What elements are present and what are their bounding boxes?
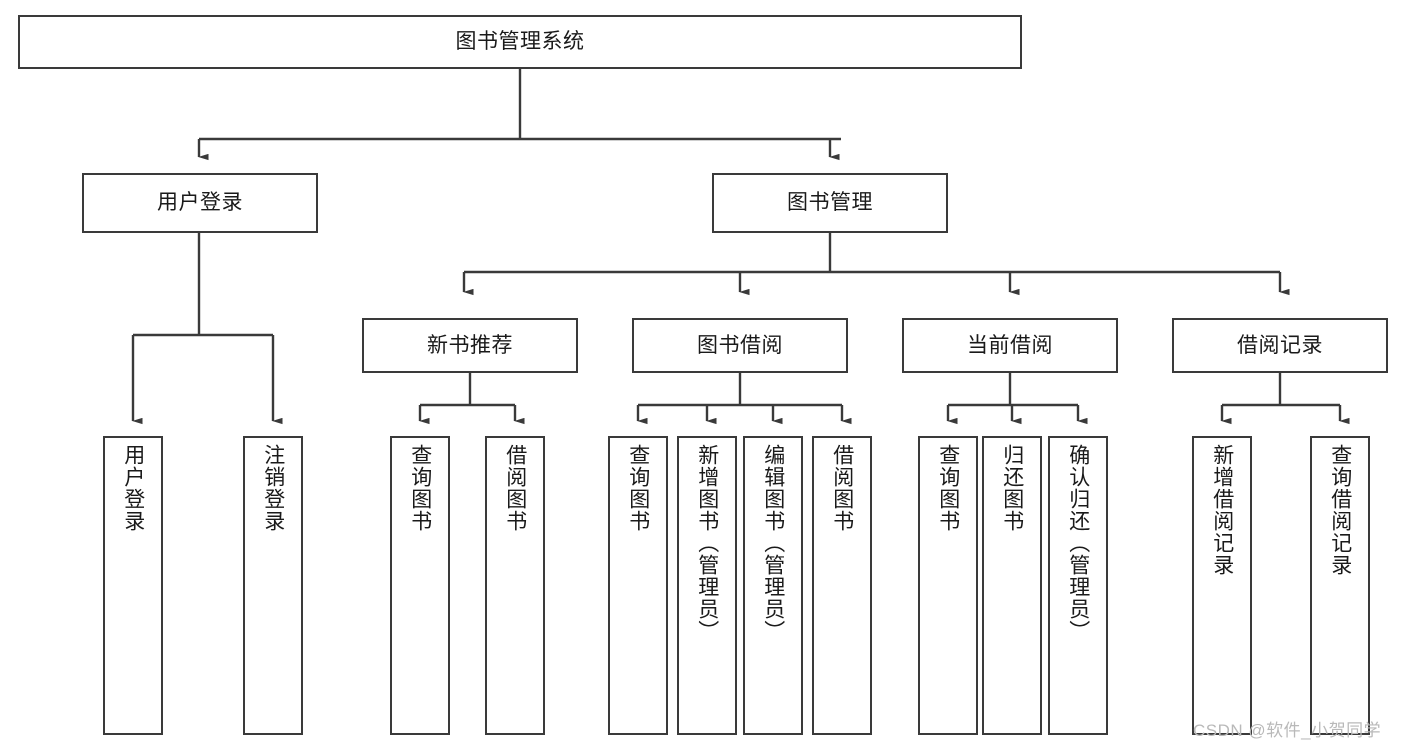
node-user-login[interactable]: 用户登录 (82, 173, 318, 233)
leaf-add-borrow-record-label: 新增借阅记录 (1210, 444, 1234, 576)
node-new-book-recommend[interactable]: 新书推荐 (362, 318, 578, 373)
leaf-confirm-return-admin[interactable]: 确认归还（管理员） (1048, 436, 1108, 735)
node-root-label: 图书管理系统 (455, 30, 585, 54)
node-current-borrow[interactable]: 当前借阅 (902, 318, 1118, 373)
leaf-add-book-admin-label: 新增图书（管理员） (695, 444, 719, 642)
node-user-login-label: 用户登录 (157, 191, 243, 215)
leaf-query-book-recommend-label: 查询图书 (408, 444, 432, 532)
node-book-borrow[interactable]: 图书借阅 (632, 318, 848, 373)
leaf-borrow-book-recommend[interactable]: 借阅图书 (485, 436, 545, 735)
leaf-user-login-label: 用户登录 (121, 444, 145, 532)
leaf-edit-book-admin-label: 编辑图书（管理员） (761, 444, 785, 642)
leaf-logout[interactable]: 注销登录 (243, 436, 303, 735)
node-book-management[interactable]: 图书管理 (712, 173, 948, 233)
leaf-query-borrow-record-label: 查询借阅记录 (1328, 444, 1352, 576)
leaf-add-book-admin[interactable]: 新增图书（管理员） (677, 436, 737, 735)
leaf-confirm-return-admin-label: 确认归还（管理员） (1066, 444, 1090, 642)
csdn-watermark: CSDN @软件_小贺同学 (1193, 721, 1382, 740)
leaf-add-borrow-record[interactable]: 新增借阅记录 (1192, 436, 1252, 735)
node-current-borrow-label: 当前借阅 (967, 333, 1053, 357)
leaf-query-book-borrow-label: 查询图书 (626, 444, 650, 532)
leaf-query-borrow-record[interactable]: 查询借阅记录 (1310, 436, 1370, 735)
node-borrow-record[interactable]: 借阅记录 (1172, 318, 1388, 373)
leaf-return-book[interactable]: 归还图书 (982, 436, 1042, 735)
leaf-query-book-current-label: 查询图书 (936, 444, 960, 532)
leaf-borrow-book-label: 借阅图书 (830, 444, 854, 532)
leaf-return-book-label: 归还图书 (1000, 444, 1024, 532)
leaf-query-book-borrow[interactable]: 查询图书 (608, 436, 668, 735)
leaf-edit-book-admin[interactable]: 编辑图书（管理员） (743, 436, 803, 735)
node-book-borrow-label: 图书借阅 (697, 333, 783, 357)
leaf-logout-label: 注销登录 (261, 444, 285, 532)
leaf-query-book-current[interactable]: 查询图书 (918, 436, 978, 735)
node-borrow-record-label: 借阅记录 (1237, 333, 1323, 357)
leaf-borrow-book-recommend-label: 借阅图书 (503, 444, 527, 532)
node-root[interactable]: 图书管理系统 (18, 15, 1022, 69)
leaf-query-book-recommend[interactable]: 查询图书 (390, 436, 450, 735)
node-new-book-recommend-label: 新书推荐 (427, 333, 513, 357)
leaf-borrow-book[interactable]: 借阅图书 (812, 436, 872, 735)
leaf-user-login[interactable]: 用户登录 (103, 436, 163, 735)
node-book-management-label: 图书管理 (787, 191, 873, 215)
